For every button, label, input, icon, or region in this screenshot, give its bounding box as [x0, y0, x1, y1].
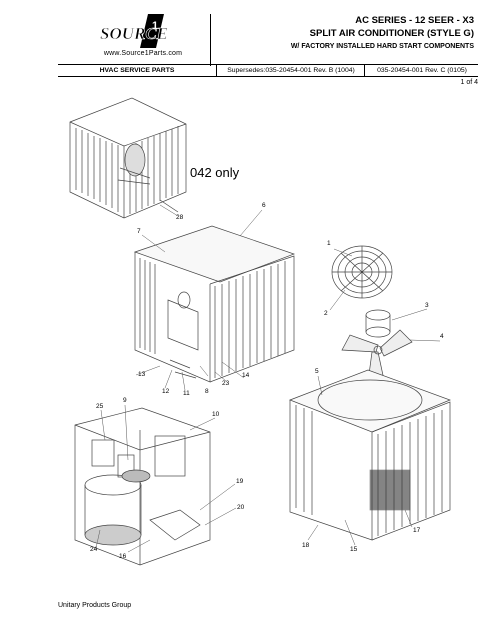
callout-20: 20 [237, 504, 245, 511]
callout-18: 18 [302, 542, 310, 549]
source1-logo: SOURCE 1 [78, 12, 198, 62]
document-number: 035-20454-001 Rev. C (0105) [364, 65, 479, 76]
callout-15: 15 [350, 546, 358, 553]
callout-14: 14 [242, 372, 250, 379]
title-series: AC SERIES - 12 SEER - X3 [355, 15, 474, 26]
title-subtitle: W/ FACTORY INSTALLED HARD START COMPONEN… [290, 43, 474, 50]
callout-1: 1 [327, 240, 331, 247]
footer-company: Unitary Products Group [58, 602, 132, 609]
note-042-only: 042 only [190, 165, 240, 180]
title-product: SPLIT AIR CONDITIONER (STYLE G) [309, 28, 474, 39]
callout-17: 17 [413, 527, 421, 534]
callout-8: 8 [205, 388, 209, 395]
callout-4: 4 [440, 333, 444, 340]
callout-9: 9 [123, 397, 127, 404]
page-number: 1 of 4 [460, 79, 478, 86]
logo-digit: 1 [152, 20, 158, 32]
callout-11: 11 [183, 390, 190, 397]
callout-19: 19 [236, 478, 244, 485]
callout-6: 6 [262, 202, 266, 209]
header-divider [210, 14, 211, 66]
callout-23: 23 [222, 380, 230, 387]
callout-12: 12 [162, 388, 170, 395]
top-panel-unit-drawing [289, 369, 451, 541]
header-info-row: HVAC SERVICE PARTS Supersedes:035-20454-… [58, 64, 478, 77]
callout-3: 3 [425, 302, 429, 309]
section-label: HVAC SERVICE PARTS [99, 67, 175, 74]
callout-2: 2 [324, 310, 328, 317]
callout-5: 5 [315, 368, 319, 375]
callout-13: 13 [138, 371, 146, 378]
fan-motor-drawing [365, 309, 391, 338]
fan-guard-drawing [331, 245, 393, 299]
source1-logo-graphic: SOURCE 1 [100, 14, 168, 48]
callout-28: 28 [176, 214, 184, 221]
callout-25: 25 [96, 403, 104, 410]
control-box-drawing [74, 407, 211, 566]
supersedes-label: Supersedes:035-20454-001 Rev. B (1004) [216, 65, 365, 76]
callout-leader-lines [95, 204, 441, 553]
callout-7: 7 [137, 228, 141, 235]
website-url[interactable]: www.Source1Parts.com [103, 50, 183, 57]
coil-unit-042-drawing [69, 97, 187, 219]
logo-text: SOURCE [100, 24, 168, 43]
callout-10: 10 [212, 411, 220, 418]
callout-16: 16 [119, 553, 127, 560]
cabinet-unit-drawing [133, 225, 296, 383]
callout-24: 24 [90, 546, 98, 553]
